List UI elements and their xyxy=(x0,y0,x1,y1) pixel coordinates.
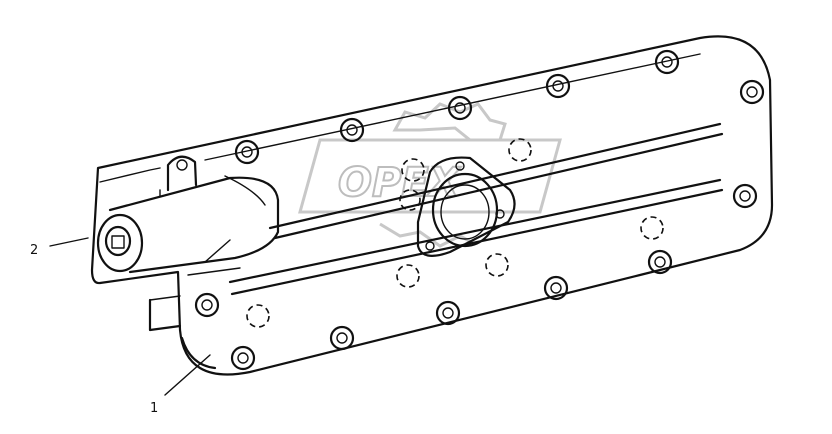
hidden-bosses xyxy=(246,138,664,328)
outlet-flange xyxy=(416,156,516,257)
plug-cap-part xyxy=(96,213,144,273)
callout-label-2: 2 xyxy=(30,243,38,258)
bolt-bosses xyxy=(194,49,765,371)
callout-1: 1 xyxy=(150,354,211,416)
callout-2: 2 xyxy=(30,237,89,258)
callout-label-1: 1 xyxy=(150,401,158,416)
